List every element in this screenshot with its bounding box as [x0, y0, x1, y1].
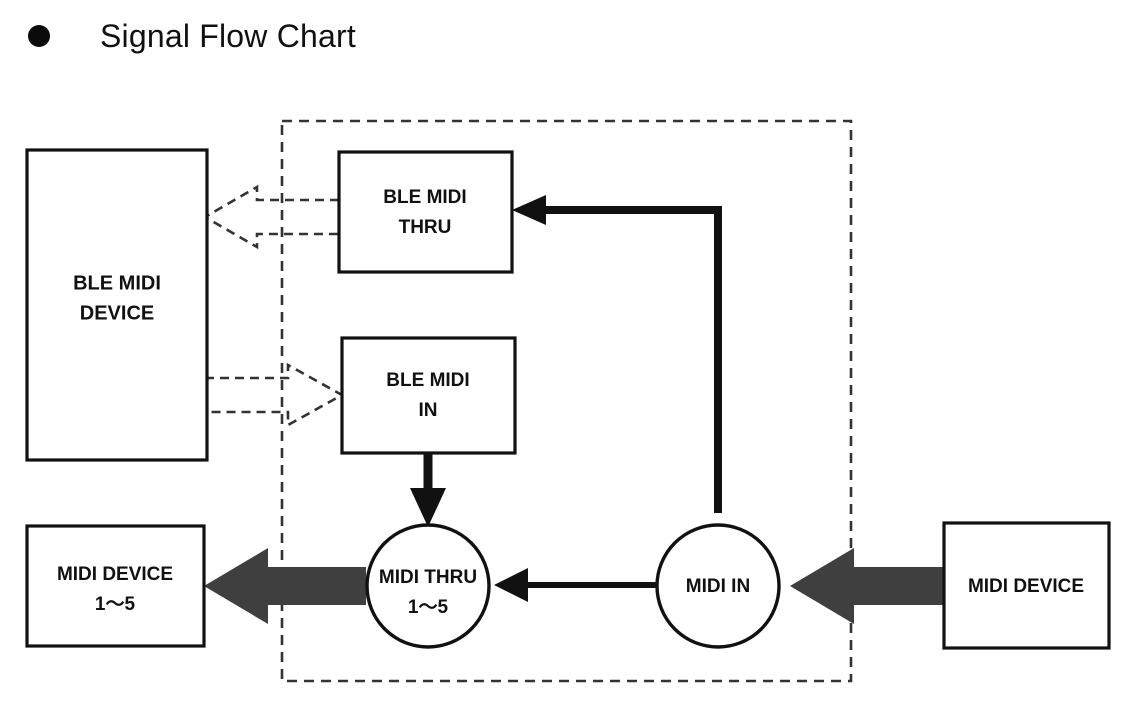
node-midi-device-1-5-line1: MIDI DEVICE [57, 564, 173, 585]
node-midi-device-1-5[interactable]: MIDI DEVICE 1〜5 [25, 524, 206, 648]
page-title: Signal Flow Chart [100, 18, 356, 54]
node-ble-midi-in[interactable]: BLE MIDI IN [340, 336, 517, 455]
connector-midi-in-to-ble-thru [512, 195, 722, 513]
node-ble-midi-device-line2: DEVICE [80, 302, 154, 324]
diagram-boundary [280, 119, 853, 683]
connector-ble-in-to-midi-thru [410, 453, 446, 527]
node-midi-thru-line2: 1〜5 [408, 597, 449, 618]
node-midi-device-1-5-line2: 1〜5 [95, 594, 136, 615]
node-midi-in-line1: MIDI IN [686, 576, 750, 597]
node-midi-thru-line1: MIDI THRU [379, 567, 477, 588]
node-ble-midi-in-line2: IN [419, 400, 438, 421]
node-midi-in[interactable]: MIDI IN [655, 523, 781, 649]
connector-device-to-ble-in [203, 362, 345, 428]
node-midi-device-line1: MIDI DEVICE [968, 576, 1084, 597]
node-ble-midi-device[interactable]: BLE MIDI DEVICE [25, 148, 209, 462]
node-ble-midi-in-line1: BLE MIDI [386, 370, 469, 391]
node-midi-device[interactable]: MIDI DEVICE [942, 521, 1111, 650]
page-heading: Signal Flow Chart [0, 0, 1133, 80]
connector-midi-thru-to-midi-device-1-5 [204, 548, 366, 624]
node-ble-midi-thru-line2: THRU [399, 217, 452, 238]
connector-thru-to-device [202, 184, 341, 250]
connector-midi-device-to-midi-in [790, 548, 944, 624]
node-ble-midi-device-line1: BLE MIDI [73, 272, 161, 294]
node-midi-thru[interactable]: MIDI THRU 1〜5 [365, 523, 491, 649]
connector-midi-in-to-midi-thru [494, 568, 660, 602]
node-ble-midi-thru-line1: BLE MIDI [383, 187, 466, 208]
bullet-dot-icon [28, 25, 50, 47]
node-ble-midi-thru[interactable]: BLE MIDI THRU [337, 150, 514, 274]
